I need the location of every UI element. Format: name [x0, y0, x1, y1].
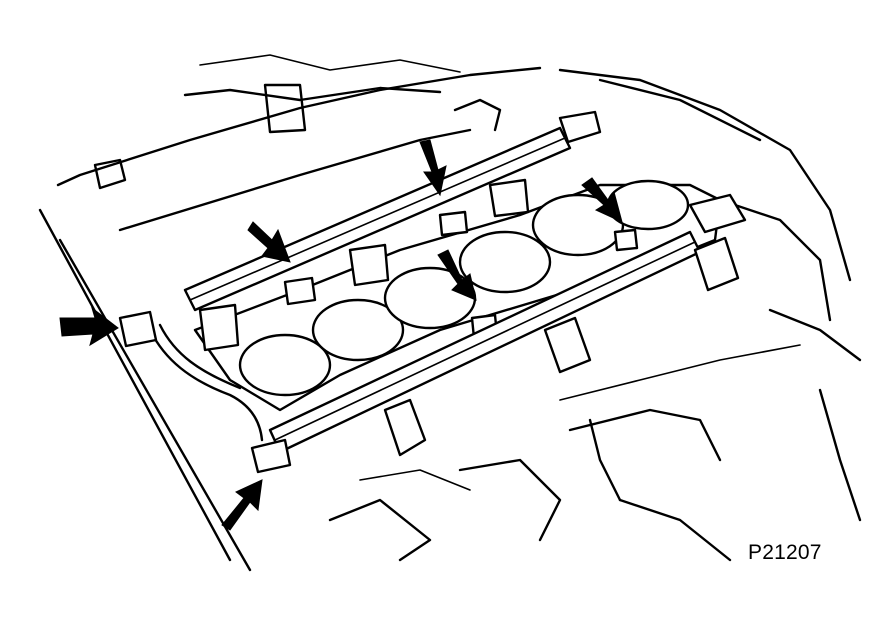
figure-code: P21207 [748, 541, 822, 564]
arrow-5 [581, 177, 623, 223]
pointer-arrows [59, 139, 623, 531]
combustion-chamber-3 [383, 266, 477, 330]
arrow-4 [419, 139, 447, 197]
bolt-front-1 [613, 228, 639, 252]
injector-connectors-front [383, 236, 740, 457]
combustion-chamber-1 [238, 333, 332, 397]
fuel-injectors-rear [198, 178, 530, 352]
arrow-6 [437, 249, 477, 301]
arrow-1 [59, 306, 119, 347]
arrow-2 [221, 479, 263, 531]
combustion-chamber-6 [606, 179, 690, 231]
combustion-chamber-2 [311, 298, 405, 362]
arrow-3 [247, 221, 291, 263]
engine-background [38, 54, 862, 572]
fuel-pipes-left [118, 310, 292, 474]
bolt-rear-2 [438, 210, 469, 237]
combustion-chamber-4 [458, 230, 552, 294]
bolt-rear-1 [283, 276, 317, 306]
